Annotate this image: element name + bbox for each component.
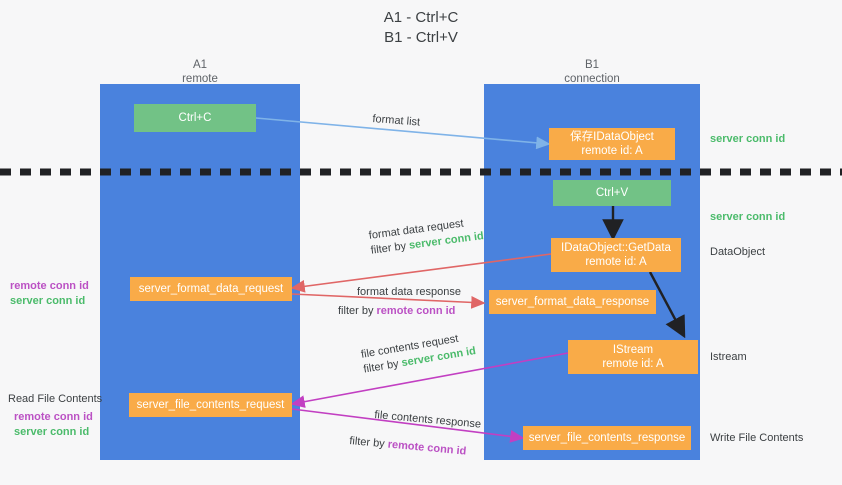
filter-by-text-2: filter by: [338, 305, 374, 317]
left-label-read-file-contents: Read File Contents: [8, 393, 103, 405]
node-istream[interactable]: IStream remote id: A: [568, 340, 698, 374]
edge-label-format-data-response-text: format data response: [357, 286, 461, 298]
node-idataobject-getdata-sub: remote id: A: [585, 256, 647, 268]
right-label-istream: Istream: [710, 351, 747, 363]
diagram-title: A1 - Ctrl+C B1 - Ctrl+V: [0, 8, 842, 48]
right-label-dataobject: DataObject: [710, 246, 766, 258]
node-istream-label: IStream: [612, 344, 654, 356]
node-server-format-data-response-label: server_format_data_response: [495, 296, 650, 308]
node-istream-sub: remote id: A: [602, 358, 664, 370]
edge-label-format-list-text: format list: [372, 112, 421, 129]
node-server-format-data-request-label: server_format_data_request: [138, 283, 284, 295]
column-header-a1-sub: remote: [182, 73, 218, 85]
remote-conn-id-token-1: remote conn id: [376, 305, 456, 317]
node-ctrl-v[interactable]: Ctrl+V: [553, 180, 671, 206]
node-ctrl-v-label: Ctrl+V: [595, 187, 629, 199]
right-label-write-file-contents: Write File Contents: [710, 432, 804, 444]
column-header-b1-name: B1: [584, 59, 600, 71]
filter-by-text-4: filter by: [348, 434, 386, 451]
node-ctrl-c[interactable]: Ctrl+C: [134, 104, 256, 132]
filter-by-text-1: filter by: [370, 240, 407, 257]
right-label-server-conn-id-1: server conn id: [710, 133, 786, 145]
node-idataobject-getdata[interactable]: IDataObject::GetData remote id: A: [551, 238, 681, 272]
left-label-remote-conn-id-1: remote conn id: [10, 280, 89, 292]
node-save-idataobject-sub: remote id: A: [581, 145, 643, 157]
node-server-format-data-request[interactable]: server_format_data_request: [130, 277, 292, 301]
right-label-server-conn-id-2: server conn id: [710, 211, 786, 223]
title-line-1: A1 - Ctrl+C: [383, 9, 459, 26]
column-header-a1-name: A1: [192, 59, 208, 71]
node-save-idataobject-label: 保存IDataObject: [570, 131, 654, 143]
node-ctrl-c-label: Ctrl+C: [178, 112, 212, 124]
column-header-b1: B1 connection: [532, 58, 652, 86]
node-server-file-contents-request-label: server_file_contents_request: [136, 399, 285, 411]
edge-label-format-data-response-filter: filter by remote conn id: [338, 304, 455, 319]
left-label-server-conn-id-1: server conn id: [10, 295, 86, 307]
edge-label-format-data-response: format data response: [357, 285, 461, 300]
left-label-server-conn-id-2: server conn id: [14, 426, 90, 438]
column-header-a1: A1 remote: [140, 58, 260, 86]
node-server-file-contents-response-label: server_file_contents_response: [528, 432, 686, 444]
node-idataobject-getdata-label: IDataObject::GetData: [561, 242, 671, 254]
node-server-file-contents-request[interactable]: server_file_contents_request: [129, 393, 292, 417]
node-save-idataobject[interactable]: 保存IDataObject remote id: A: [549, 128, 675, 160]
node-server-format-data-response[interactable]: server_format_data_response: [489, 290, 656, 314]
title-line-2: B1 - Ctrl+V: [384, 29, 458, 46]
column-header-b1-sub: connection: [564, 73, 620, 85]
node-server-file-contents-response[interactable]: server_file_contents_response: [523, 426, 691, 450]
left-label-remote-conn-id-2: remote conn id: [14, 411, 93, 423]
